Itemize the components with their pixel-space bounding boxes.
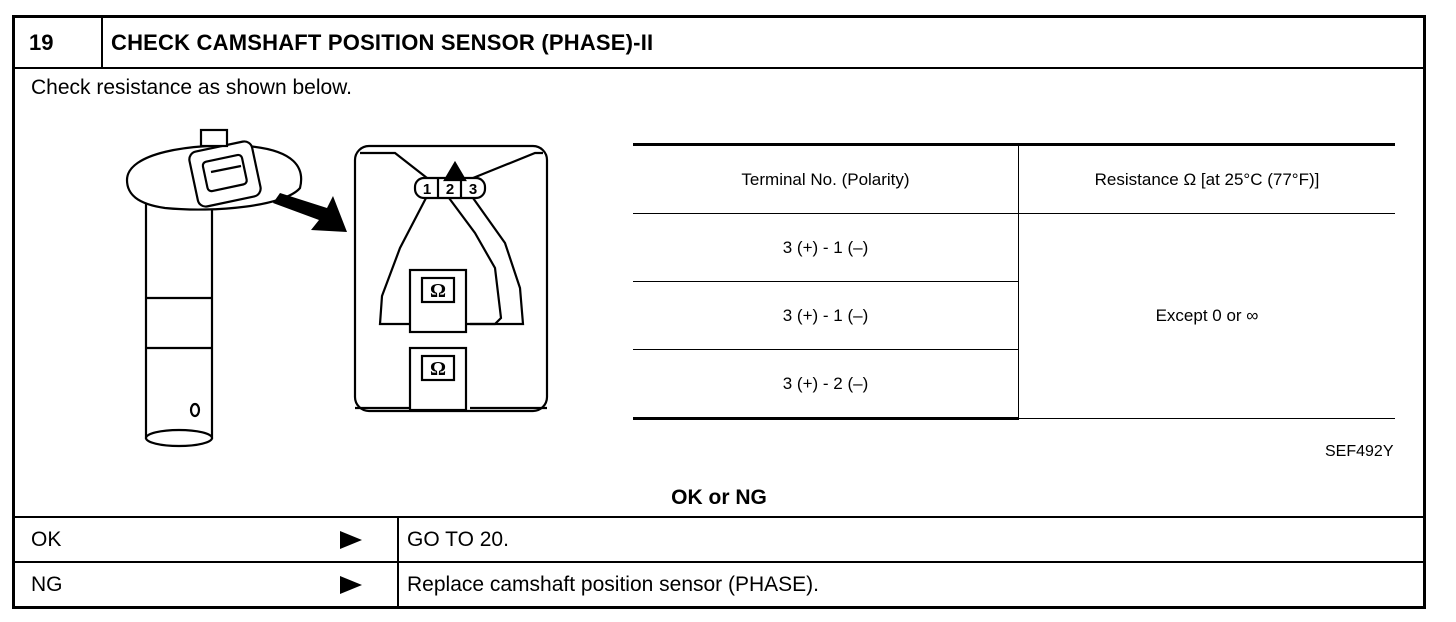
table-row: 3 (+) - 2 (–) xyxy=(633,349,1395,420)
divider xyxy=(397,563,399,607)
figure-reference: SEF492Y xyxy=(1325,443,1394,460)
resistance-table: Terminal No. (Polarity) Resistance Ω [at… xyxy=(633,143,1395,420)
step-header: 19 CHECK CAMSHAFT POSITION SENSOR (PHASE… xyxy=(15,18,1423,69)
ohmmeter-icon: Ω xyxy=(430,280,446,302)
terminal-column-header: Terminal No. (Polarity) xyxy=(633,143,1019,214)
step-number: 19 xyxy=(15,18,103,67)
terminal-2-label: 2 xyxy=(446,181,454,198)
divider xyxy=(397,518,399,562)
sensor-diagram: 1 2 3 Ω Ω xyxy=(125,128,549,448)
resistance-spec: Except 0 or ∞ xyxy=(1018,213,1395,419)
sensor-illustration xyxy=(125,128,303,448)
arrow-right-icon xyxy=(340,576,362,594)
outcome-row-ok: OK GO TO 20. xyxy=(15,516,1423,562)
terminal-labels: 1 2 3 xyxy=(423,181,477,198)
table-row: 3 (+) - 1 (–) Except 0 or ∞ xyxy=(633,213,1395,419)
ok-ng-heading: OK or NG xyxy=(671,486,767,509)
outcome-label: NG xyxy=(31,573,63,596)
terminal-pair: 3 (+) - 2 (–) xyxy=(633,349,1019,420)
outcome-action: GO TO 20. xyxy=(407,528,509,551)
table-header-row: Terminal No. (Polarity) Resistance Ω [at… xyxy=(633,143,1395,214)
resistance-column-header: Resistance Ω [at 25°C (77°F)] xyxy=(1018,143,1395,214)
step-title: CHECK CAMSHAFT POSITION SENSOR (PHASE)-I… xyxy=(111,30,654,55)
measurement-diagram xyxy=(353,144,549,413)
outcome-action: Replace camshaft position sensor (PHASE)… xyxy=(407,573,820,596)
ohmmeter-icon: Ω xyxy=(430,358,446,380)
terminal-3-label: 3 xyxy=(469,181,477,198)
arrow-right-icon xyxy=(340,531,362,549)
outcome-label: OK xyxy=(31,528,62,551)
terminal-pair: 3 (+) - 1 (–) xyxy=(633,281,1019,350)
outcome-row-ng: NG Replace camshaft position sensor (PHA… xyxy=(15,561,1423,607)
procedure-frame: 19 CHECK CAMSHAFT POSITION SENSOR (PHASE… xyxy=(12,15,1426,609)
terminal-pair: 3 (+) - 1 (–) xyxy=(633,213,1019,282)
direction-arrow-icon xyxy=(273,193,347,232)
instruction-text: Check resistance as shown below. xyxy=(31,76,352,99)
terminal-1-label: 1 xyxy=(423,181,431,198)
table-row: 3 (+) - 1 (–) xyxy=(633,281,1395,350)
